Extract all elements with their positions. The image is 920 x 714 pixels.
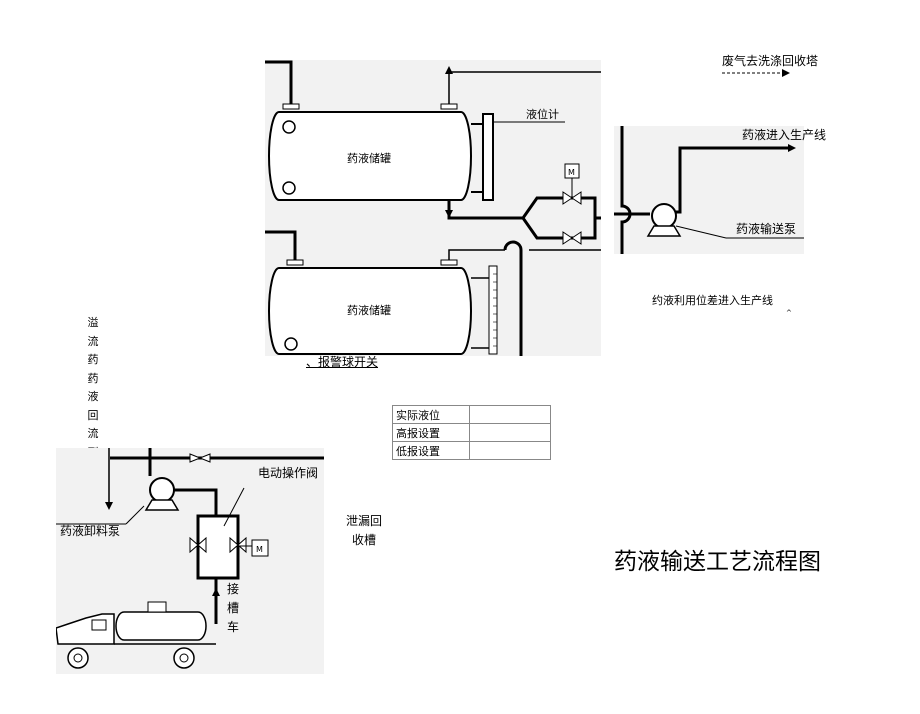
row-label: 低报设置	[392, 441, 470, 460]
lower-storage-tank: 药液储罐	[268, 267, 472, 355]
alarm-ball-icon	[284, 337, 298, 351]
table-row: 实际液位	[392, 405, 551, 424]
level-gauge-upper	[482, 113, 494, 201]
row-value[interactable]	[469, 423, 551, 442]
row-value[interactable]	[469, 441, 551, 460]
table-row: 低报设置	[392, 441, 551, 460]
valve-icon	[229, 536, 247, 554]
motor-label: M	[568, 168, 575, 177]
manhole-icon	[282, 120, 296, 134]
gravity-note: 约液利用位差进入生产线	[652, 294, 773, 307]
pump-icon	[651, 203, 677, 229]
tanker-truck-icon	[56, 601, 216, 669]
to-production-label: 药液进入生产线	[742, 128, 827, 142]
level-gauge-lower	[488, 265, 498, 355]
diagram-title: 药液输送工艺流程图	[614, 549, 821, 575]
motor-label-2: M	[256, 545, 263, 554]
valve-icon	[189, 536, 207, 554]
electric-valve-label: 电动操作阀	[258, 466, 319, 480]
row-value[interactable]	[469, 405, 551, 424]
exhaust-arrow	[722, 69, 790, 77]
unloading-panel: M	[56, 448, 324, 674]
receive-truck-label: 接槽车	[226, 582, 239, 634]
valve-icon	[189, 453, 211, 463]
valve-icon	[562, 191, 582, 205]
gravity-mark: ^	[786, 309, 792, 317]
upper-tank-label: 药液储罐	[347, 151, 391, 165]
lower-tank-label: 药液储罐	[347, 303, 391, 317]
motor-box	[251, 539, 269, 557]
storage-tanks-panel: 药液储罐 液位计 M 药液储罐	[265, 60, 601, 356]
upper-storage-tank: 药液储罐	[268, 111, 472, 201]
transfer-pump-panel	[614, 126, 804, 254]
level-settings-table: 实际液位 高报设置 低报设置	[392, 405, 551, 460]
exhaust-label: 废气去洗涤回收塔	[722, 54, 819, 68]
manhole-icon	[282, 181, 296, 195]
valve-icon	[562, 231, 582, 245]
table-row: 高报设置	[392, 423, 551, 442]
overflow-arrow	[105, 448, 113, 510]
leak-return-label: 泄漏回收槽	[346, 514, 383, 547]
transfer-pump-label: 药液输送泵	[736, 222, 797, 236]
unload-pump-label: 药液卸料泵	[60, 524, 121, 538]
level-gauge-label: 液位计	[526, 107, 559, 121]
alarm-switch-label: 、报警球开关	[306, 355, 379, 369]
unload-pump-icon	[149, 477, 175, 503]
row-label: 高报设置	[392, 423, 470, 442]
row-label: 实际液位	[392, 405, 470, 424]
